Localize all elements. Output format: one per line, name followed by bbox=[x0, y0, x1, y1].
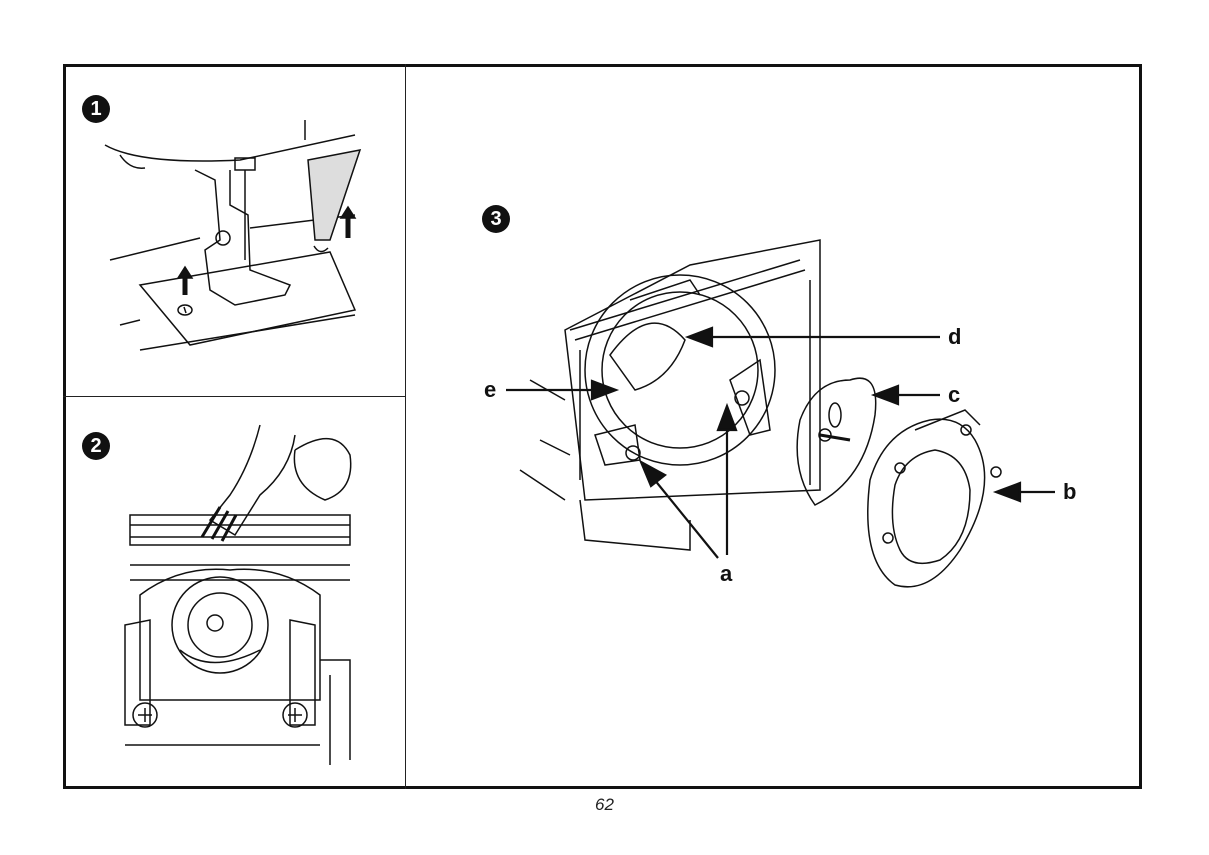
label-b: b bbox=[1063, 481, 1076, 503]
label-c: c bbox=[948, 384, 960, 406]
page-number: 62 bbox=[0, 795, 1209, 815]
label-a: a bbox=[720, 563, 732, 585]
label-e: e bbox=[484, 379, 496, 401]
label-d: d bbox=[948, 326, 961, 348]
